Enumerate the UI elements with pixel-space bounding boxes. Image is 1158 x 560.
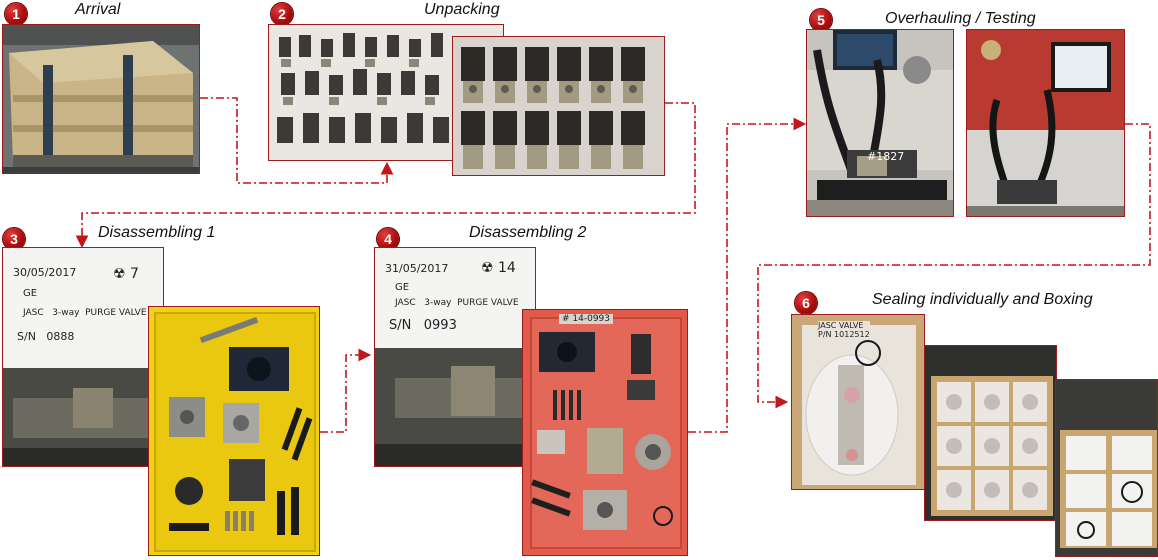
arrival-crate-photo	[2, 24, 200, 174]
disassembling-1-tray-photo	[148, 306, 320, 556]
valves-closeup-photo	[452, 36, 665, 176]
step-1-title: Arrival	[75, 1, 121, 18]
sealed-box-photo	[1055, 379, 1158, 557]
sealed-valve-box-photo: JASC VALVE P/N 1012512	[791, 314, 925, 490]
box-label: JASC VALVE P/N 1012512	[818, 321, 870, 339]
disassembling-1-whiteboard-photo: 30/05/2017 ☢ 7 GE JASC 3-way PURGE VALVE…	[2, 247, 164, 467]
step-4-title: Disassembling 2	[469, 224, 587, 241]
step-3-badge: 3	[3, 228, 25, 250]
wb2-serial: S/N 0993	[389, 318, 457, 333]
connector-3-4	[320, 348, 372, 433]
wb2-description: JASC 3-way PURGE VALVE	[395, 298, 519, 308]
overhaul-test-bench-photo: #1827	[806, 29, 954, 217]
step-2-title: Unpacking	[424, 1, 500, 18]
connector-1-2	[200, 97, 394, 184]
disassembling-2-tray-photo: # 14-0993	[522, 309, 688, 556]
wb1-mark: ☢ 7	[113, 266, 139, 282]
connector-4-5	[688, 117, 807, 433]
overhaul-monitor-bench-photo	[966, 29, 1125, 217]
step-4-badge: 4	[377, 228, 399, 250]
step-6-title: Sealing individually and Boxing	[872, 291, 1093, 308]
step-5-badge: 5	[810, 9, 832, 31]
test-tag: #1827	[867, 150, 905, 163]
wb2-mark: ☢ 14	[481, 260, 516, 276]
disassembling-2-whiteboard-photo: 31/05/2017 ☢ 14 GE JASC 3-way PURGE VALV…	[374, 247, 536, 467]
wb1-date: 30/05/2017	[13, 266, 77, 279]
wb2-date: 31/05/2017	[385, 262, 449, 275]
step-5-title: Overhauling / Testing	[885, 10, 1036, 27]
step-3-title: Disassembling 1	[98, 224, 216, 241]
wb1-customer: GE	[23, 288, 38, 299]
connector-2-3	[75, 102, 696, 249]
connector-5-6	[757, 123, 1151, 409]
boxing-compartments-photo	[924, 345, 1057, 521]
wb1-serial: S/N 0888	[17, 330, 75, 343]
step-6-badge: 6	[795, 292, 817, 314]
wb1-description: JASC 3-way PURGE VALVE	[23, 308, 147, 318]
step-1-badge: 1	[5, 3, 27, 25]
wb2-customer: GE	[395, 282, 410, 293]
tray-tag: # 14-0993	[559, 314, 614, 324]
step-2-badge: 2	[271, 3, 293, 25]
